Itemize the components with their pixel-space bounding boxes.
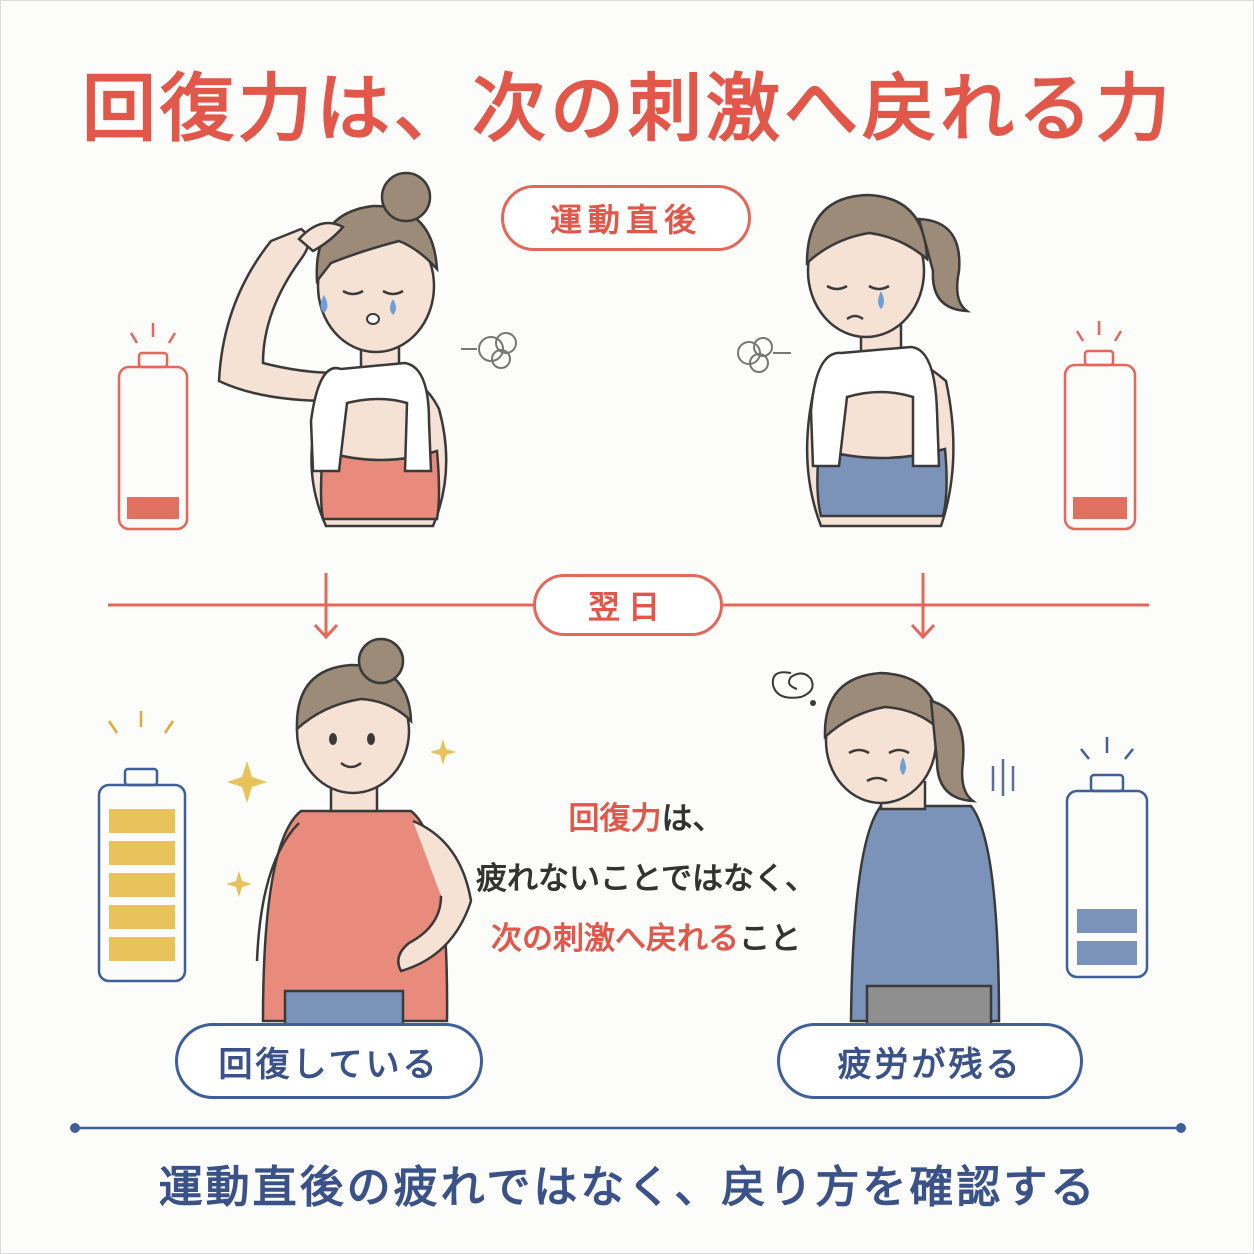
dizzy-swirl-icon <box>771 671 816 706</box>
center-message-line2: 疲れないことではなく、 <box>475 861 817 897</box>
center-message-line1: 回復力は、 <box>568 801 724 837</box>
fatigue-remains-label: 疲労が残る <box>777 1023 1083 1099</box>
center-message: 回復力は、 疲れないことではなく、 次の刺激へ戻れること <box>451 789 841 969</box>
shiver-lines-icon <box>991 759 1015 796</box>
battery-icon <box>1063 321 1137 531</box>
breath-puff-icon <box>461 332 517 369</box>
center-message-line3: 次の刺激へ戻れること <box>491 921 801 957</box>
after-exercise-label: 運動直後 <box>501 185 751 251</box>
footer-caption: 運動直後の疲れではなく、戻り方を確認する <box>158 1162 1098 1213</box>
down-arrow-icon <box>313 573 339 640</box>
breath-puff-icon <box>737 337 791 373</box>
woman-recovered-red-tank <box>255 637 473 1033</box>
battery-icon <box>97 711 187 983</box>
woman-tired-red-top <box>217 171 448 528</box>
woman-tired-blue-top <box>805 193 972 528</box>
sweat-drop-icon <box>878 291 884 309</box>
page-title: 回復力は、次の刺激へ戻れる力 <box>82 66 1174 152</box>
battery-icon <box>1065 737 1149 979</box>
sweat-drop-icon <box>320 295 396 315</box>
sweat-drop-icon <box>900 757 906 775</box>
down-arrow-icon <box>910 573 936 640</box>
recovering-label: 回復している <box>175 1023 483 1099</box>
battery-icon <box>117 323 189 531</box>
woman-fatigued-blue-tank <box>823 671 1001 1033</box>
footer-divider <box>70 1123 1186 1133</box>
next-day-label: 翌日 <box>533 574 723 636</box>
sparkle-icon <box>226 739 456 897</box>
